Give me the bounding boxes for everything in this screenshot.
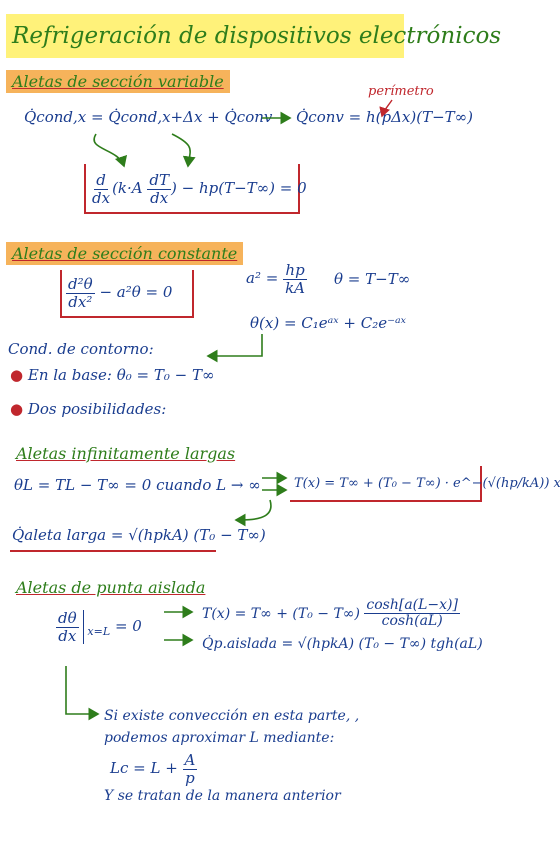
note-convection: Si existe convección en esta parte, , — [104, 708, 360, 724]
note-approximate: podemos aproximar L mediante: — [104, 730, 335, 746]
theta-definition: θ = T−T∞ — [334, 270, 411, 288]
general-solution: θ(x) = C₁eᵃˣ + C₂e⁻ᵃˣ — [250, 314, 406, 332]
boundary-conditions-title: Cond. de contorno: — [8, 340, 154, 358]
note-treat-same: Y se tratan de la manera anterior — [104, 788, 341, 804]
infinite-heat-box — [10, 520, 216, 552]
perimetro-annotation: perímetro — [368, 84, 434, 99]
infinite-temperature: T(x) = T∞ + (T₀ − T∞) · e^−(√(hp/kA)) x — [294, 476, 560, 491]
condition-two-options: ● Dos posibilidades: — [10, 400, 167, 418]
infinite-temp-box — [290, 466, 482, 502]
arrow-icon — [379, 99, 393, 118]
infinite-condition: θL = TL − T∞ = 0 cuando L → ∞ — [14, 476, 261, 494]
section-heading-infinita: Aletas infinitamente largas — [16, 444, 236, 463]
arrow-icon — [93, 133, 128, 168]
constante-ode-box — [60, 270, 194, 318]
section-heading-constante: Aletas de sección constante — [6, 242, 244, 265]
insulated-temperature: T(x) = T∞ + (T₀ − T∞) cosh[a(L−x)]cosh(a… — [202, 597, 460, 630]
section-heading-aislada: Aletas de punta aislada — [16, 578, 206, 597]
variable-ode-box — [84, 164, 300, 214]
bullet-icon: ● — [10, 400, 24, 418]
bullet-icon: ● — [10, 366, 24, 384]
arrow-icon — [65, 666, 100, 721]
condition-base: ● En la base: θ₀ = T₀ − T∞ — [10, 366, 215, 384]
infinite-heat-rate: Q̇aleta larga = √(hpkA) (T₀ − T∞) — [12, 526, 266, 544]
insulated-heat-rate: Q̇p.aislada = √(hpkA) (T₀ − T∞) tgh(aL) — [202, 636, 483, 652]
arrow-icon — [234, 499, 272, 527]
section-heading-variable: Aletas de sección variable — [6, 70, 230, 93]
energy-balance-equation: Q̇cond,x = Q̇cond,x+Δx + Q̇conv — [24, 108, 273, 126]
arrow-icon — [206, 334, 263, 363]
arrow-icon — [171, 133, 196, 168]
